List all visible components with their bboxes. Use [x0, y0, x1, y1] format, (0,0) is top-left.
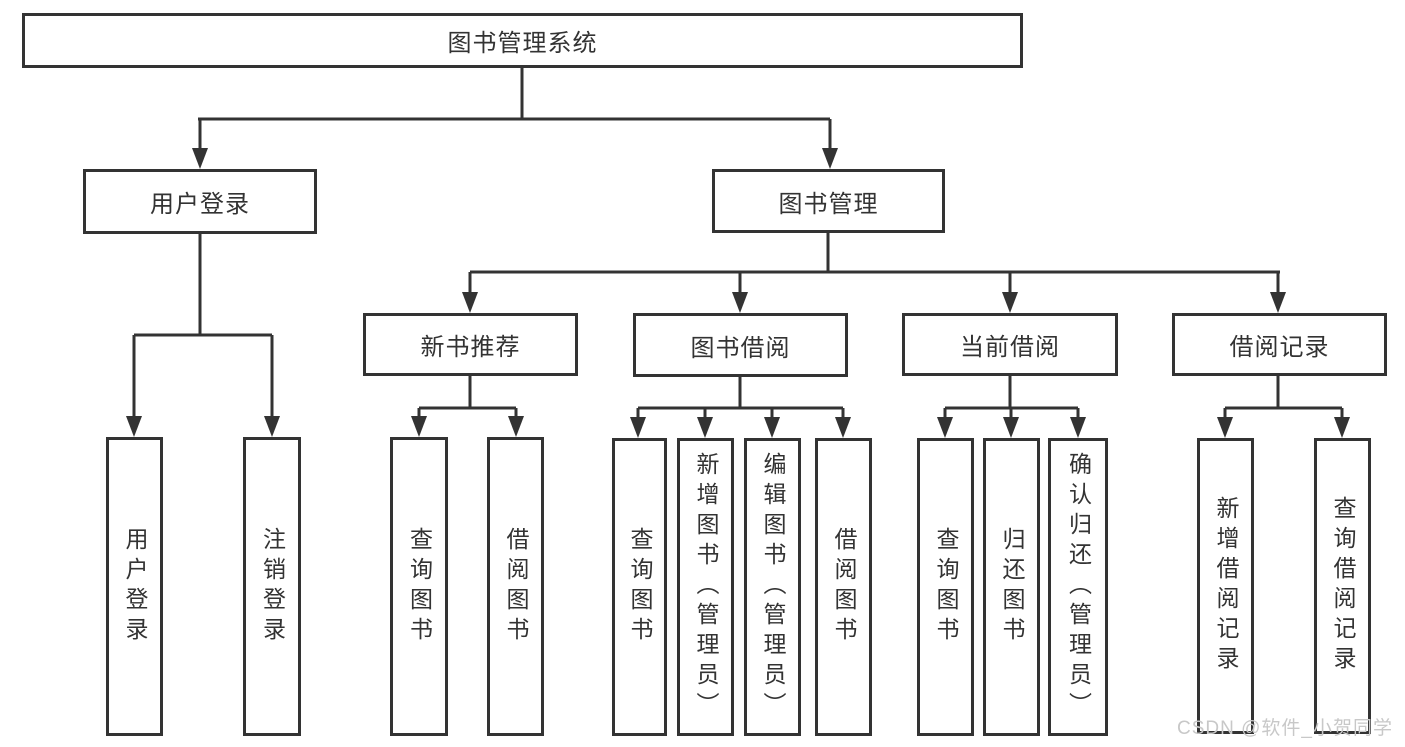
arrowhead-down-icon [835, 417, 851, 438]
arrowhead-down-icon [1070, 417, 1086, 438]
leaf-rec-borrow-books: 借阅图书 [487, 437, 544, 736]
arrowhead-down-icon [697, 417, 713, 438]
arrowhead-down-icon [822, 148, 838, 169]
node-new-book-recommend: 新书推荐 [363, 313, 578, 376]
arrowhead-down-icon [1334, 417, 1350, 438]
leaf-add-borrow-record: 新增借阅记录 [1197, 438, 1254, 734]
arrowhead-down-icon [1003, 417, 1019, 438]
node-borrow-records-label: 借阅记录 [1229, 334, 1330, 361]
leaf-borrow-books: 借阅图书 [815, 438, 872, 736]
arrowhead-down-icon [1217, 417, 1233, 438]
leaf-query-borrow-record-label: 查询借阅记录 [1330, 496, 1356, 676]
node-current-borrowing-label: 当前借阅 [960, 334, 1060, 361]
leaf-current-query-books-label: 查询图书 [933, 527, 959, 647]
leaf-add-books-admin: 新增图书（管理员） [677, 438, 734, 736]
arrowhead-down-icon [126, 416, 142, 437]
leaf-edit-books-admin: 编辑图书（管理员） [744, 438, 801, 736]
leaf-current-query-books: 查询图书 [917, 438, 974, 736]
leaf-user-login-label: 用户登录 [122, 526, 148, 647]
arrowhead-down-icon [937, 417, 953, 438]
node-book-borrowing: 图书借阅 [633, 313, 848, 377]
leaf-logout-label: 注销登录 [259, 526, 286, 647]
leaf-user-login: 用户登录 [106, 437, 163, 736]
leaf-query-borrow-record: 查询借阅记录 [1314, 438, 1371, 734]
leaf-rec-query-books-label: 查询图书 [406, 526, 433, 647]
node-root: 图书管理系统 [22, 13, 1023, 68]
arrowhead-down-icon [1270, 292, 1286, 313]
node-user-login: 用户登录 [83, 169, 317, 234]
leaf-rec-borrow-books-label: 借阅图书 [503, 526, 529, 647]
leaf-logout: 注销登录 [243, 437, 301, 736]
arrowhead-down-icon [630, 417, 646, 438]
node-current-borrowing: 当前借阅 [902, 313, 1118, 376]
leaf-return-books-label: 归还图书 [999, 527, 1025, 647]
leaf-borrow-books-label: 借阅图书 [831, 527, 857, 647]
node-book-borrowing-label: 图书借阅 [690, 334, 791, 362]
node-book-management: 图书管理 [712, 169, 945, 233]
node-book-management-label: 图书管理 [778, 190, 879, 218]
leaf-confirm-return-admin-label: 确认归还（管理员） [1065, 452, 1092, 722]
leaf-borrow-query-books: 查询图书 [612, 438, 667, 736]
leaf-borrow-query-books-label: 查询图书 [627, 527, 653, 647]
node-new-book-recommend-label: 新书推荐 [420, 334, 521, 361]
leaf-add-books-admin-label: 新增图书（管理员） [693, 452, 719, 722]
leaf-rec-query-books: 查询图书 [390, 437, 448, 736]
arrowhead-down-icon [462, 292, 478, 313]
node-root-label: 图书管理系统 [447, 30, 598, 57]
csdn-watermark: CSDN @软件_小贺同学 [1177, 718, 1393, 739]
leaf-add-borrow-record-label: 新增借阅记录 [1213, 496, 1239, 676]
arrowhead-down-icon [264, 416, 280, 437]
leaf-edit-books-admin-label: 编辑图书（管理员） [760, 452, 786, 722]
arrowhead-down-icon [192, 148, 208, 169]
leaf-confirm-return-admin: 确认归还（管理员） [1048, 438, 1108, 736]
arrowhead-down-icon [1002, 292, 1018, 313]
arrowhead-down-icon [411, 416, 427, 437]
arrowhead-down-icon [764, 417, 780, 438]
arrowhead-down-icon [732, 292, 748, 313]
arrowhead-down-icon [508, 416, 524, 437]
leaf-return-books: 归还图书 [983, 438, 1040, 736]
node-borrow-records: 借阅记录 [1172, 313, 1387, 376]
node-user-login-label: 用户登录 [150, 191, 250, 218]
